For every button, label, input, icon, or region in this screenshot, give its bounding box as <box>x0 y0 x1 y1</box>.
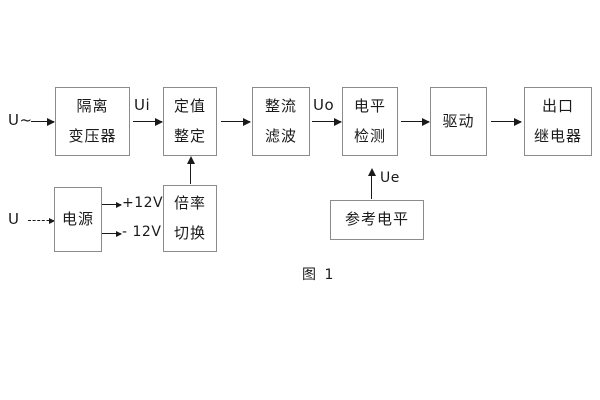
block-reference-level: 参考电平 <box>330 200 424 240</box>
block-isolation-transformer: 隔离 变压器 <box>55 87 130 156</box>
block-setting-value-line-2: 整定 <box>173 126 206 145</box>
supply-negative-arrow <box>102 230 122 237</box>
dc-input-label: U <box>8 210 20 228</box>
block-power-supply: 电源 <box>54 187 102 252</box>
uo-arrow <box>312 117 342 126</box>
setting-to-rectify-arrow <box>221 117 251 126</box>
block-level-detection: 电平 检测 <box>342 87 398 156</box>
block-rectify-filter-line-2: 滤波 <box>264 126 297 145</box>
block-level-detection-line-1: 电平 <box>353 96 386 115</box>
block-reference-level-line-1: 参考电平 <box>344 210 409 229</box>
ac-input-label: U~ <box>8 111 33 129</box>
block-output-relay-line-2: 继电器 <box>533 126 582 145</box>
ui-arrow <box>133 117 163 126</box>
block-isolation-transformer-line-1: 隔离 <box>76 96 109 115</box>
supply-positive-label: +12V <box>122 195 164 211</box>
supply-positive-arrow <box>102 201 122 208</box>
ui-signal-label: Ui <box>134 96 151 114</box>
dc-input-arrow <box>28 217 55 224</box>
level-to-drive-arrow <box>401 117 430 126</box>
multiplier-to-setting-arrow <box>186 156 195 184</box>
reference-to-level-arrow <box>367 168 376 199</box>
block-multiplier-switch-line-1: 倍率 <box>173 193 206 212</box>
block-multiplier-switch-line-2: 切换 <box>173 223 206 242</box>
block-output-relay-line-1: 出口 <box>541 96 574 115</box>
block-rectify-filter-line-1: 整流 <box>264 96 297 115</box>
figure-caption: 图 1 <box>302 267 336 283</box>
block-rectify-filter: 整流 滤波 <box>252 87 310 156</box>
ue-signal-label: Ue <box>380 170 400 186</box>
block-drive: 驱动 <box>430 87 487 156</box>
block-multiplier-switch: 倍率 切换 <box>163 185 217 252</box>
block-setting-value-line-1: 定值 <box>173 96 206 115</box>
supply-negative-label: - 12V <box>122 224 162 240</box>
block-isolation-transformer-line-2: 变压器 <box>68 126 117 145</box>
ac-input-arrow <box>31 117 55 126</box>
uo-signal-label: Uo <box>313 96 335 114</box>
block-power-supply-line-1: 电源 <box>61 209 94 228</box>
block-setting-value: 定值 整定 <box>163 87 217 156</box>
block-output-relay: 出口 继电器 <box>524 87 592 156</box>
drive-to-relay-arrow <box>491 117 522 126</box>
block-level-detection-line-2: 检测 <box>353 126 386 145</box>
block-drive-line-1: 驱动 <box>442 111 475 130</box>
